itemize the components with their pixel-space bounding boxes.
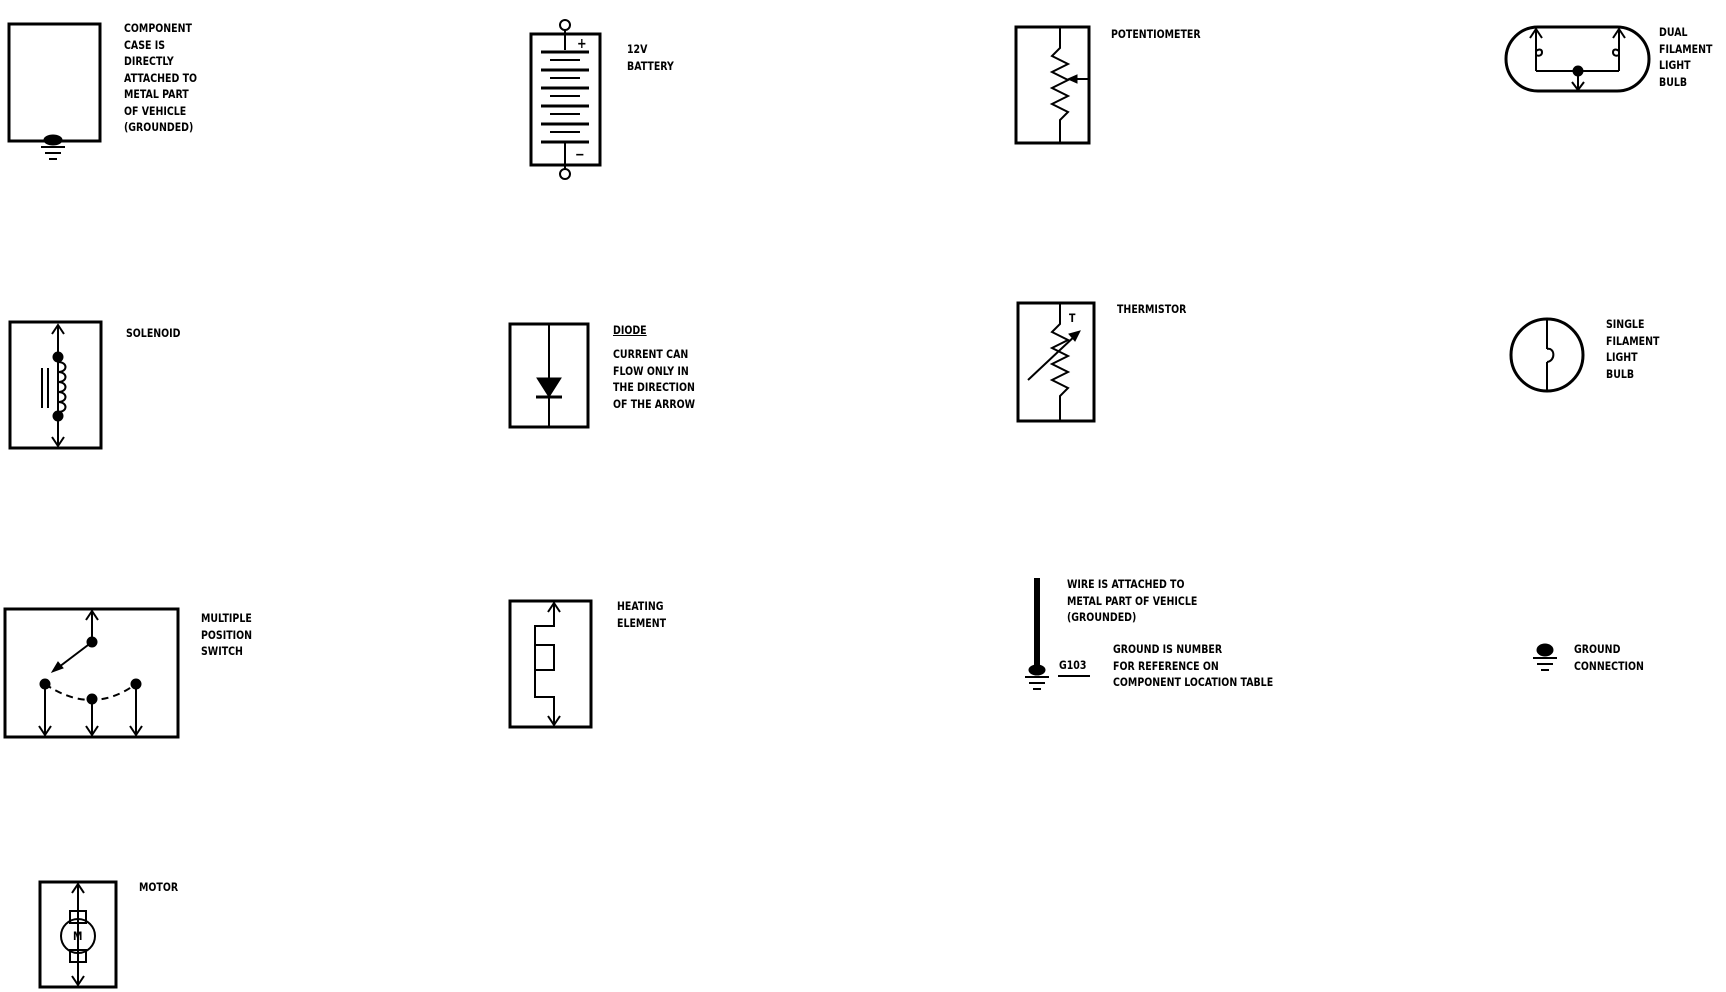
thermistor-symbol xyxy=(1016,301,1096,423)
motor-m-label: M xyxy=(73,929,83,943)
single-filament-bulb-symbol xyxy=(1509,317,1585,393)
wire-attached-label: WIRE IS ATTACHED TO METAL PART OF VEHICL… xyxy=(1067,577,1198,624)
potentiometer-symbol xyxy=(1014,25,1091,145)
ground-connection-label: GROUND CONNECTION xyxy=(1574,642,1644,673)
motor-label: MOTOR xyxy=(139,880,179,894)
solenoid-label: SOLENOID xyxy=(126,326,181,340)
diode-symbol xyxy=(508,322,590,429)
dual-filament-bulb-symbol xyxy=(1504,25,1651,93)
diode-description-label: CURRENT CAN FLOW ONLY IN THE DIRECTION O… xyxy=(613,347,696,411)
motor-symbol xyxy=(38,880,118,989)
battery-symbol xyxy=(529,19,602,180)
thermistor-t-label: T xyxy=(1069,311,1076,325)
battery-label: 12V BATTERY xyxy=(627,42,674,73)
thermistor-label: THERMISTOR xyxy=(1117,302,1187,316)
component-case-symbol xyxy=(7,22,102,160)
solenoid-symbol xyxy=(8,320,103,450)
heating-element-symbol xyxy=(508,599,593,729)
diode-title-label: DIODE xyxy=(613,323,647,337)
ground-wire-symbol xyxy=(1025,578,1090,690)
ground-id-label: G103 xyxy=(1059,658,1087,672)
component-case-label: COMPONENT CASE IS DIRECTLY ATTACHED TO M… xyxy=(124,21,198,134)
potentiometer-label: POTENTIOMETER xyxy=(1111,27,1201,41)
heating-element-label: HEATING ELEMENT xyxy=(617,599,667,630)
multiple-switch-label: MULTIPLE POSITION SWITCH xyxy=(201,611,253,658)
ground-reference-label: GROUND IS NUMBER FOR REFERENCE ON COMPON… xyxy=(1113,642,1274,689)
battery-minus-label: − xyxy=(575,147,585,163)
dual-filament-label: DUAL FILAMENT LIGHT BULB xyxy=(1659,25,1713,89)
single-filament-label: SINGLE FILAMENT LIGHT BULB xyxy=(1606,317,1660,381)
battery-plus-label: + xyxy=(577,36,587,52)
ground-connection-symbol xyxy=(1533,643,1557,671)
multiple-position-switch-symbol xyxy=(3,607,180,739)
